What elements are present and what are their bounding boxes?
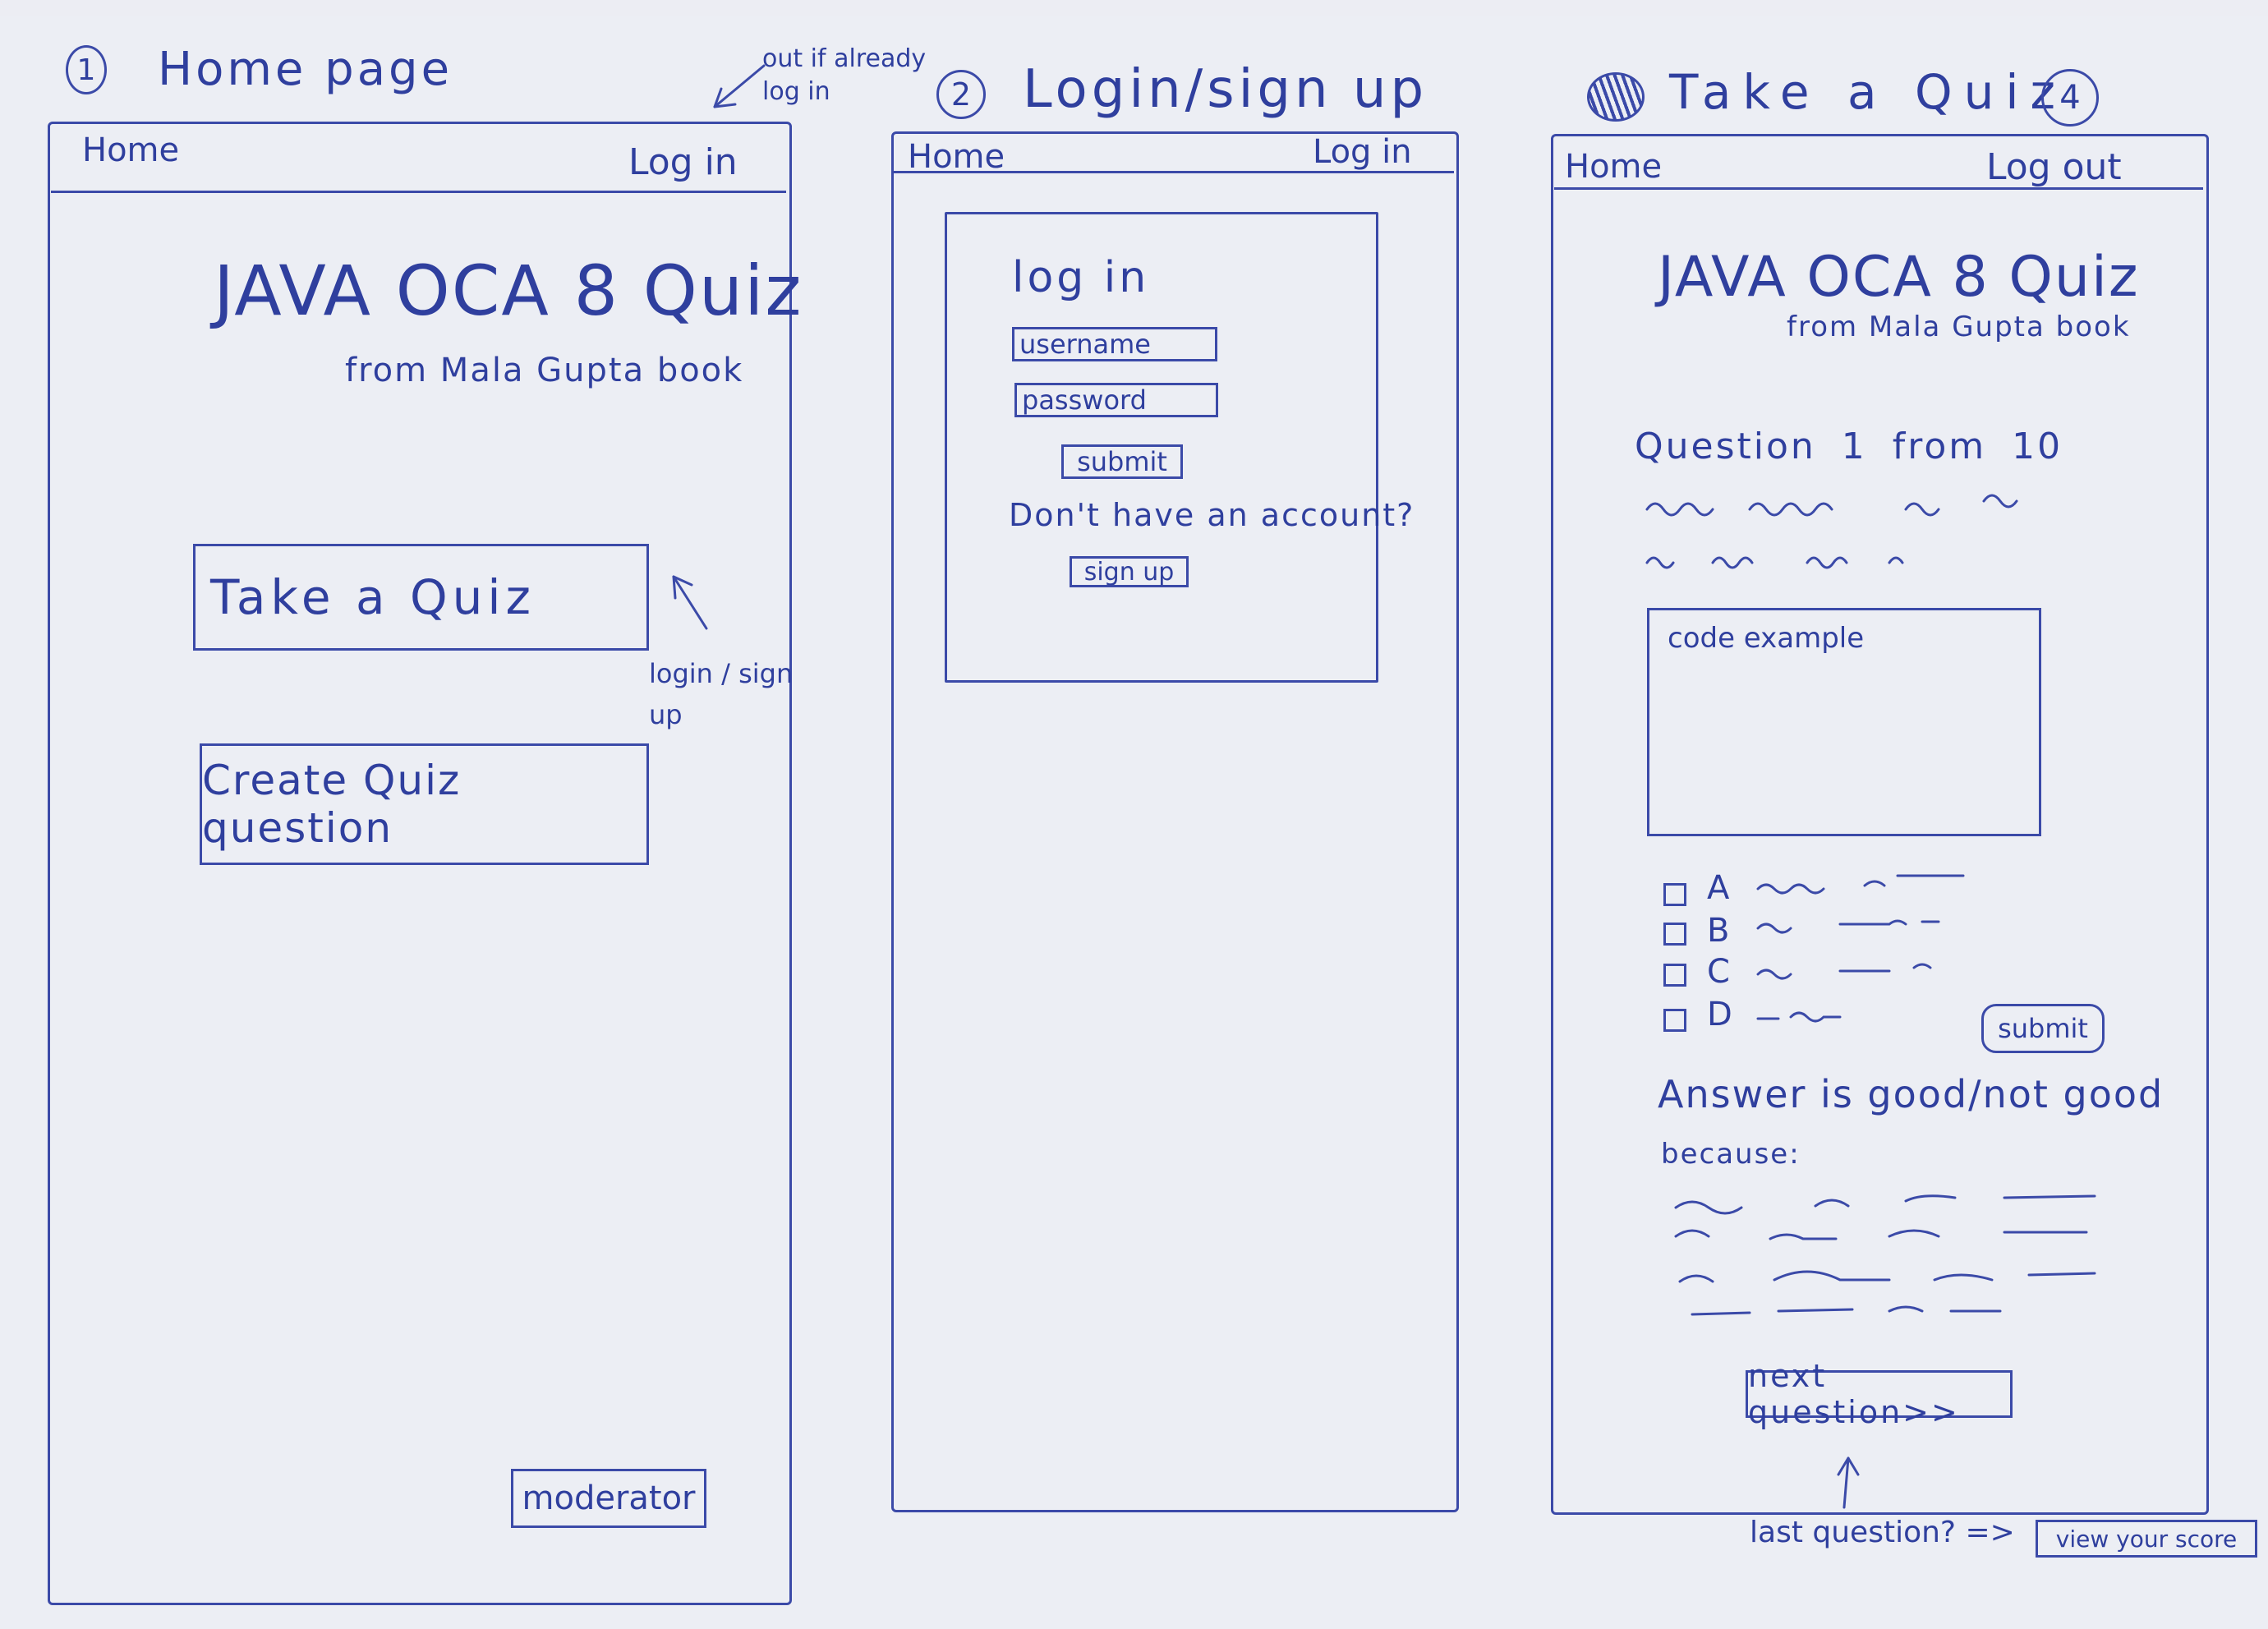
navbar-divider bbox=[51, 191, 786, 193]
phone-frame bbox=[48, 122, 792, 1605]
navbar-divider bbox=[1554, 187, 2203, 190]
signup-button[interactable]: sign up bbox=[1070, 556, 1189, 587]
navbar-divider bbox=[894, 171, 1454, 173]
screen-number-badge: 1 bbox=[66, 45, 107, 94]
last-question-note: last question? => bbox=[1750, 1516, 2015, 1549]
question-counter: Question 1 from 10 bbox=[1635, 426, 2063, 467]
username-input[interactable]: username bbox=[1012, 327, 1217, 361]
take-quiz-button[interactable]: Take a Quiz bbox=[193, 544, 649, 651]
next-question-button[interactable]: next question>> bbox=[1746, 1358, 2013, 1430]
nav-home-link[interactable]: Home bbox=[908, 138, 1005, 176]
nav-home-link[interactable]: Home bbox=[82, 131, 180, 169]
screen-number-badge: 4 bbox=[2041, 69, 2099, 127]
screen-title: Take a Quiz bbox=[1669, 64, 2067, 120]
app-title: JAVA OCA 8 Quiz bbox=[1658, 245, 2140, 310]
password-input[interactable]: password bbox=[1014, 383, 1218, 417]
arrow-icon bbox=[713, 64, 766, 108]
logout-annotation: out if already log in bbox=[762, 44, 927, 106]
login-submit-button[interactable]: submit bbox=[1061, 444, 1183, 479]
nav-logout-link[interactable]: Log out bbox=[1986, 146, 2122, 188]
arrow-icon bbox=[1842, 1456, 1850, 1509]
option-checkbox[interactable] bbox=[1663, 883, 1686, 906]
nav-login-link[interactable]: Log in bbox=[1313, 133, 1412, 171]
nav-home-link[interactable]: Home bbox=[1565, 148, 1663, 186]
screen-title: Home page bbox=[158, 43, 453, 96]
view-score-button[interactable]: view your score bbox=[2036, 1520, 2257, 1558]
option-label: B bbox=[1707, 912, 1730, 950]
phone-frame bbox=[891, 131, 1459, 1512]
scribbled-number-badge bbox=[1587, 72, 1645, 122]
nav-login-link[interactable]: Log in bbox=[628, 141, 738, 183]
answer-submit-button[interactable]: submit bbox=[1981, 1004, 2105, 1053]
app-title: JAVA OCA 8 Quiz bbox=[214, 251, 803, 331]
phone-frame bbox=[1551, 134, 2209, 1515]
create-question-button[interactable]: Create Quiz question bbox=[200, 743, 649, 865]
screen-number-badge: 2 bbox=[936, 70, 986, 119]
arrow-icon bbox=[672, 575, 708, 630]
code-example-box: code example bbox=[1647, 608, 2041, 836]
option-label: C bbox=[1707, 953, 1730, 991]
option-checkbox[interactable] bbox=[1663, 964, 1686, 987]
moderator-button[interactable]: moderator bbox=[511, 1469, 706, 1528]
option-checkbox[interactable] bbox=[1663, 923, 1686, 946]
screen-title: Login/sign up bbox=[1023, 59, 1428, 120]
login-card bbox=[945, 212, 1378, 683]
sketch-paper bbox=[0, 16, 2268, 1629]
app-subtitle: from Mala Gupta book bbox=[1787, 311, 2131, 343]
login-form-title: log in bbox=[1012, 253, 1150, 302]
option-label: D bbox=[1707, 996, 1732, 1033]
answer-feedback: Answer is good/not good bbox=[1658, 1072, 2164, 1116]
option-checkbox[interactable] bbox=[1663, 1009, 1686, 1032]
explanation-label: because: bbox=[1661, 1138, 1801, 1171]
no-account-text: Don't have an account? bbox=[1009, 497, 1415, 533]
app-subtitle: from Mala Gupta book bbox=[345, 352, 744, 389]
login-signup-annotation: login / sign up bbox=[649, 658, 794, 730]
option-label: A bbox=[1707, 869, 1730, 907]
